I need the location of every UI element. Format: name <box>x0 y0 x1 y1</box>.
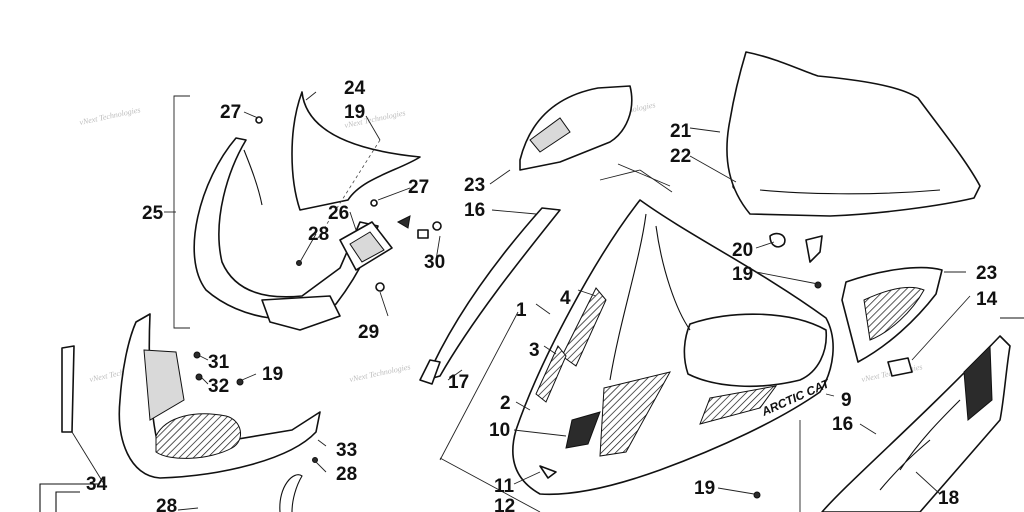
side-trim-34 <box>61 345 75 433</box>
callout-label: 17 <box>448 372 469 393</box>
windshield <box>726 51 981 217</box>
nosepan-inner-shadow <box>143 349 185 421</box>
cowl-lower-flap <box>261 295 341 331</box>
nut-32 <box>195 373 203 381</box>
callout-label: 27 <box>220 102 241 123</box>
bumper-tube <box>39 474 303 512</box>
watermark: vNext Technologies <box>349 362 412 384</box>
callout-label: 16 <box>832 414 853 435</box>
callout-label: 19 <box>344 102 365 123</box>
side-vent-mesh <box>863 286 925 341</box>
callout-label: 20 <box>732 240 753 261</box>
callout-label: 1 <box>516 300 527 321</box>
nosepan-mesh-grille <box>155 413 241 459</box>
callout-label: 26 <box>328 203 349 224</box>
headlight-lens-inner <box>349 231 385 263</box>
side-trim-strip-16 <box>425 207 561 381</box>
hood-badge-11 <box>539 465 557 479</box>
callout-label: 10 <box>489 420 510 441</box>
clip-14 <box>887 357 913 377</box>
hood-centre-ridge <box>609 213 691 381</box>
screw-27a <box>255 116 263 124</box>
hood-vent-lower-right <box>699 385 778 425</box>
callout-label: 12 <box>494 496 515 512</box>
nut-31 <box>193 351 201 359</box>
callout-label: 19 <box>262 364 283 385</box>
callout-label: 22 <box>670 146 691 167</box>
callout-label: 24 <box>344 78 366 99</box>
callout-label: 23 <box>464 175 485 196</box>
screw-27b <box>370 199 378 207</box>
callout-label: 28 <box>156 496 177 512</box>
windshield-dash-line <box>317 139 381 239</box>
small-windshield <box>291 91 421 211</box>
clip-30 <box>417 229 429 239</box>
windshield-inner-edge <box>759 189 941 195</box>
callout-label: 28 <box>308 224 329 245</box>
vent-cover-23 <box>519 85 633 171</box>
callout-label: 28 <box>336 464 357 485</box>
side-panel-stripe-a <box>963 344 993 421</box>
callout-label: 19 <box>694 478 715 499</box>
cowl-inner-edge <box>243 149 263 206</box>
callout-label: 2 <box>500 393 511 414</box>
callout-label: 18 <box>938 488 959 509</box>
callout-label: 21 <box>670 121 692 142</box>
callout-labels: 1 2 3 4 9 10 11 12 14 16 16 17 18 19 19 … <box>86 78 998 512</box>
callout-label: 14 <box>976 289 998 310</box>
mount-bracket-20 <box>769 232 823 263</box>
vent-cover-detail <box>529 117 571 153</box>
hood-vent-3 <box>535 345 567 403</box>
screw-19c <box>753 491 761 499</box>
callout-label: 23 <box>976 263 997 284</box>
callout-label: 34 <box>86 474 108 495</box>
callout-label: 33 <box>336 440 357 461</box>
screw-19a <box>236 378 244 386</box>
callout-label: 16 <box>464 200 485 221</box>
watermark: vNext Technologies <box>79 105 142 127</box>
callout-label: 4 <box>560 288 571 309</box>
leader-lines <box>71 91 971 512</box>
callout-label: 32 <box>208 376 229 397</box>
callout-label: 19 <box>732 264 753 285</box>
hood-decal-10 <box>565 411 601 449</box>
screw-28b <box>312 457 318 463</box>
washer-29 <box>375 282 385 292</box>
callout-label: 3 <box>529 340 540 361</box>
callout-label: 30 <box>424 252 445 273</box>
nut-30 <box>432 221 442 231</box>
screw-19b <box>814 281 822 289</box>
side-panel-lettering <box>879 399 961 491</box>
bumper-tube-left <box>55 491 80 512</box>
callout-label: 11 <box>494 476 515 497</box>
callout-label: 31 <box>208 352 230 373</box>
callout-label: 25 <box>142 203 164 224</box>
hood-vent-lower-left <box>599 371 671 457</box>
bracket-25 <box>173 95 190 329</box>
callout-label: 27 <box>408 177 429 198</box>
callout-label: 29 <box>358 322 379 343</box>
hood-windshield-opening <box>683 313 828 387</box>
arrow-marker <box>396 215 411 229</box>
hood-vent-4 <box>561 287 607 367</box>
trim-strip-17 <box>419 359 441 385</box>
callout-label: 9 <box>841 390 852 411</box>
